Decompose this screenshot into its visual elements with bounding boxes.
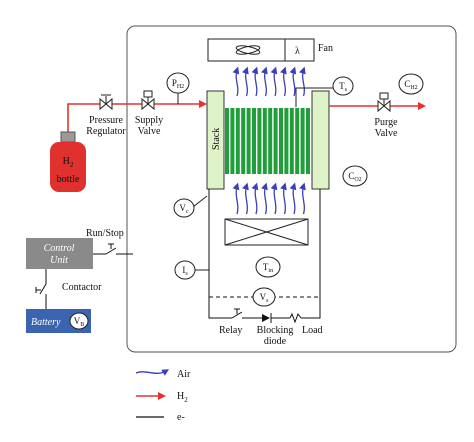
stack-cell	[300, 108, 305, 174]
control-unit	[26, 238, 93, 269]
pressure-regulator-valve	[99, 94, 113, 111]
svg-text:Tin: Tin	[263, 262, 273, 274]
stack-cells	[225, 108, 310, 174]
legend: Air H2 e-	[135, 369, 191, 423]
purge-valve-label-2: Valve	[375, 128, 398, 139]
fan: λ	[207, 38, 315, 62]
sensor-c-h2: CH2	[398, 73, 424, 95]
stack-cell	[252, 108, 256, 174]
stack-left-endplate	[206, 90, 225, 190]
supply-valve	[141, 90, 155, 111]
stack-wiring	[208, 189, 321, 319]
air-arrows-bottom	[232, 182, 306, 215]
supply-valve-label-2: Valve	[138, 126, 161, 137]
load-label: Load	[302, 325, 323, 336]
air-arrow	[242, 182, 249, 215]
svg-text:CH2: CH2	[404, 79, 417, 91]
stack-cell	[273, 108, 278, 174]
air-arrow	[289, 182, 297, 215]
stack-label: Stack	[211, 128, 222, 150]
stack-right-endplate	[311, 90, 330, 190]
stack-cell	[268, 108, 273, 174]
fan-lambda-symbol: λ	[295, 46, 300, 57]
svg-text:VB: VB	[74, 316, 85, 328]
purge-valve-label: Purge	[374, 117, 398, 128]
fuel-cell-stack: Stack	[206, 90, 330, 190]
legend-electron: e-	[136, 412, 185, 423]
stack-cell	[230, 108, 235, 174]
stack-cell	[279, 108, 283, 174]
svg-text:Is: Is	[182, 265, 188, 277]
air-arrow	[270, 66, 278, 97]
air-arrow	[299, 182, 306, 215]
pressure-regulator-label: Pressure	[89, 115, 123, 126]
h2-bottle: H2 bottle	[50, 131, 86, 192]
supply-valve-label: Supply	[135, 115, 163, 126]
air-arrow	[299, 66, 306, 97]
air-arrow	[232, 182, 240, 215]
cooling-unit	[224, 218, 309, 246]
fuel-cell-enclosure	[126, 25, 457, 353]
contactor-label: Contactor	[62, 282, 102, 293]
blocking-diode-label-2: diode	[264, 336, 287, 347]
air-arrow	[280, 182, 287, 215]
sensor-v-s: Vs	[252, 287, 276, 307]
sensor-v-c: Vc	[173, 195, 208, 218]
stack-cell	[225, 108, 229, 174]
air-arrow	[251, 66, 259, 97]
relay-label: Relay	[219, 325, 242, 336]
stack-cell	[306, 108, 310, 174]
control-unit-label: Control	[44, 243, 75, 254]
blocking-diode-label: Blocking	[257, 325, 294, 336]
svg-text:H2: H2	[177, 391, 188, 404]
svg-text:CO2: CO2	[348, 171, 361, 183]
svg-text:Vs: Vs	[260, 292, 270, 304]
relay-switch	[225, 308, 262, 319]
air-arrow	[242, 66, 249, 97]
sensor-t-in: Tin	[255, 256, 281, 278]
stack-cell	[235, 108, 240, 174]
run-stop-switch	[93, 243, 133, 255]
sensor-c-o2: CO2	[342, 165, 368, 187]
air-arrows-top	[232, 66, 306, 97]
control-unit-label-2: Unit	[50, 255, 68, 266]
air-arrow	[261, 182, 268, 215]
pressure-regulator-label-2: Regulator	[86, 126, 126, 137]
run-stop-label: Run/Stop	[86, 228, 124, 239]
air-arrow	[270, 182, 278, 215]
h2-bottle-label-2: bottle	[57, 174, 80, 185]
fan-label: Fan	[318, 43, 333, 54]
stack-cell	[262, 108, 267, 174]
svg-text:e-: e-	[177, 412, 185, 423]
stack-cell	[241, 108, 246, 174]
air-arrow	[280, 66, 287, 97]
svg-text:PH2: PH2	[172, 78, 184, 90]
sensor-p-h2: PH2	[166, 72, 190, 104]
air-arrow	[289, 66, 297, 97]
air-arrow	[261, 66, 268, 97]
sensor-i-s: Is	[174, 260, 209, 280]
battery-label: Battery	[31, 317, 61, 328]
load-resistor	[289, 312, 302, 324]
stack-cell	[284, 108, 289, 174]
fan-icon	[235, 45, 261, 55]
h2-supply-line	[67, 100, 207, 132]
sensor-v-b: VB	[69, 312, 89, 330]
purge-valve	[377, 92, 391, 113]
svg-text:Air: Air	[177, 369, 191, 380]
legend-h2: H2	[136, 391, 188, 404]
air-arrow	[232, 66, 240, 97]
legend-air: Air	[135, 369, 191, 380]
stack-cell	[289, 108, 294, 174]
h2-bottle-label: H2	[63, 156, 74, 169]
stack-cell	[295, 108, 300, 174]
svg-text:Vc: Vc	[179, 203, 189, 215]
air-arrow	[251, 182, 259, 215]
contactor-switch	[35, 269, 47, 309]
stack-cell	[246, 108, 251, 174]
svg-text:Ts: Ts	[339, 81, 348, 93]
stack-cell	[257, 108, 262, 174]
sensor-t-s: Ts	[295, 76, 354, 107]
blocking-diode	[262, 313, 290, 323]
